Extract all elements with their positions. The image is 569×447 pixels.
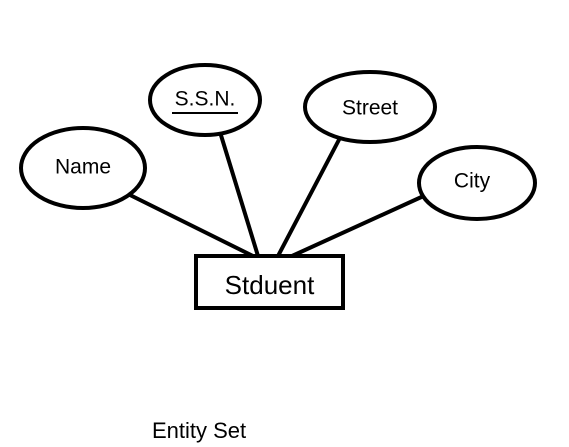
attribute-street: Street (303, 70, 437, 144)
line-name (128, 193, 255, 258)
attribute-name-ellipse (19, 126, 147, 210)
attribute-city: City (417, 145, 537, 221)
attribute-ssn: S.S.N. (148, 63, 262, 137)
line-street (276, 132, 344, 258)
attribute-ssn-label: S.S.N. (175, 88, 236, 111)
line-ssn (218, 130, 260, 258)
attribute-city-ellipse (417, 145, 537, 221)
attribute-street-label: Street (342, 97, 398, 120)
attribute-name-label: Name (55, 156, 111, 179)
attribute-city-label: City (454, 170, 491, 193)
entity-student: Stduent (194, 254, 345, 310)
entity-label: Stduent (225, 270, 315, 300)
line-city (290, 192, 430, 258)
attribute-street-ellipse (303, 70, 437, 144)
entity-box (194, 254, 345, 310)
relationship-lines (128, 130, 430, 258)
attribute-name: Name (19, 126, 147, 210)
diagram-caption: Entity Set (152, 418, 246, 443)
attribute-ssn-ellipse (148, 63, 262, 137)
